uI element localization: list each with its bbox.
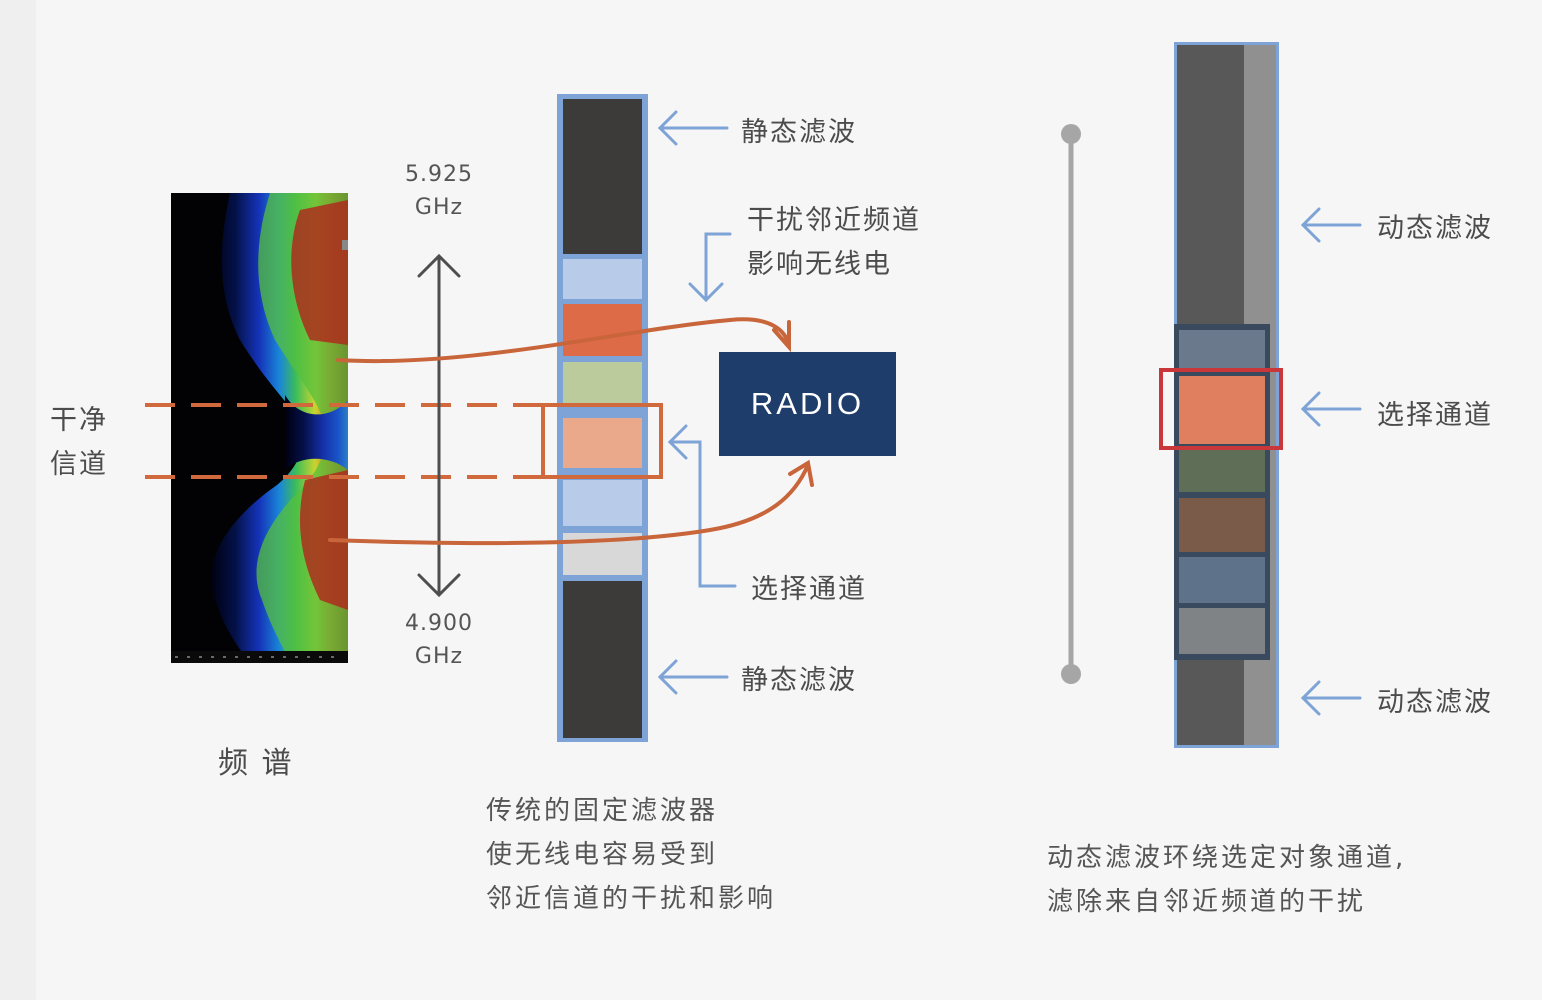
- static-selected-channel-highlight: [541, 403, 663, 479]
- arrow-left-icon: [657, 659, 729, 695]
- radio-label: RADIO: [750, 386, 865, 421]
- dynamic-range-indicator: [1061, 124, 1081, 684]
- arrow-left-icon: [1300, 207, 1362, 243]
- static-filter-bottom-label: 静态滤波: [741, 665, 857, 696]
- static-filter-bar: [557, 94, 648, 742]
- arrow-left-icon: [657, 110, 729, 146]
- frequency-bottom-label: 4.900 GHz: [405, 611, 473, 669]
- static-filter-caption: 传统的固定滤波器 使无线电容易受到 邻近信道的干扰和影响: [486, 796, 777, 914]
- dynamic-filter-bar: [1174, 42, 1279, 748]
- dynamic-filter-caption: 动态滤波环绕选定对象通道, 滤除来自邻近频道的干扰: [1047, 843, 1407, 917]
- dynamic-filter-bottom-label: 动态滤波: [1377, 687, 1493, 718]
- frequency-top-label: 5.925 GHz: [405, 162, 473, 220]
- arrow-left-icon: [1300, 391, 1362, 427]
- double-arrow-icon: [417, 253, 461, 598]
- radio-box: RADIO: [719, 352, 896, 456]
- spectrum-title: 频 谱: [218, 746, 294, 781]
- spectrum-image: [171, 193, 348, 663]
- curved-arrow-icon: [328, 459, 814, 545]
- interference-label: 干扰邻近频道 影响无线电: [747, 205, 921, 280]
- dynamic-filter-top-label: 动态滤波: [1377, 213, 1493, 244]
- static-filter-top-label: 静态滤波: [741, 117, 857, 148]
- dynamic-select-channel-label: 选择通道: [1377, 400, 1493, 431]
- interference-arrow-icon: [688, 232, 732, 303]
- curved-arrow-icon: [336, 317, 791, 364]
- dynamic-selected-channel-highlight: [1159, 368, 1283, 450]
- clean-channel-label: 干净 信道: [50, 405, 108, 480]
- arrow-left-icon: [1300, 680, 1362, 716]
- static-select-channel-label: 选择通道: [751, 574, 867, 605]
- select-arrow-icon: [667, 424, 737, 588]
